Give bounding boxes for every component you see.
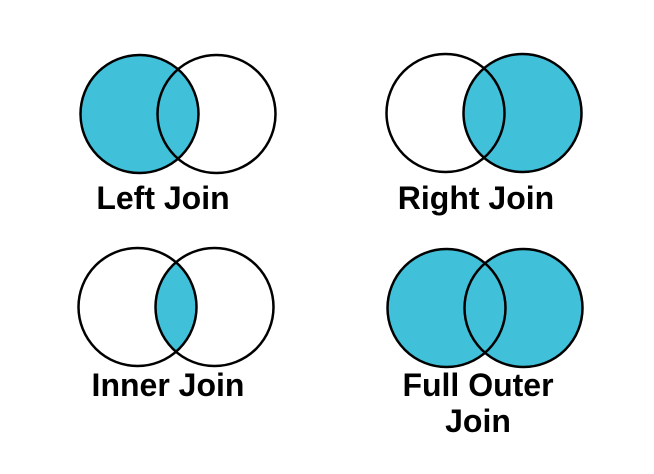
right-circle-outline (154, 246, 275, 368)
inner-join-venn-graphic (77, 246, 275, 368)
full-outer-join-diagram (385, 246, 585, 370)
intersection-fill (155, 248, 197, 366)
right-join-diagram (384, 51, 584, 175)
inner-join-label: Inner Join (91, 367, 245, 403)
right-set-fill (464, 249, 583, 367)
left-join-diagram (78, 52, 278, 176)
right-circle-outline (462, 52, 583, 174)
left-circle-outline (385, 52, 506, 174)
right-join-label: Right Join (397, 180, 555, 216)
left-join-venn-graphic (79, 53, 277, 175)
left-set-fill (80, 55, 199, 173)
right-circle-outline (156, 53, 277, 175)
left-join-label: Left Join (96, 180, 230, 216)
inner-join-diagram (76, 245, 276, 369)
full-outer-join-label: Full Outer Join (402, 367, 554, 439)
left-circle-outline (77, 246, 198, 368)
left-circle-outline (79, 53, 200, 175)
right-circle-outline (463, 247, 584, 369)
right-join-venn-graphic (385, 52, 583, 174)
right-set-fill (463, 54, 582, 172)
left-circle-outline (386, 247, 507, 369)
full-outer-join-venn-graphic (386, 247, 584, 369)
